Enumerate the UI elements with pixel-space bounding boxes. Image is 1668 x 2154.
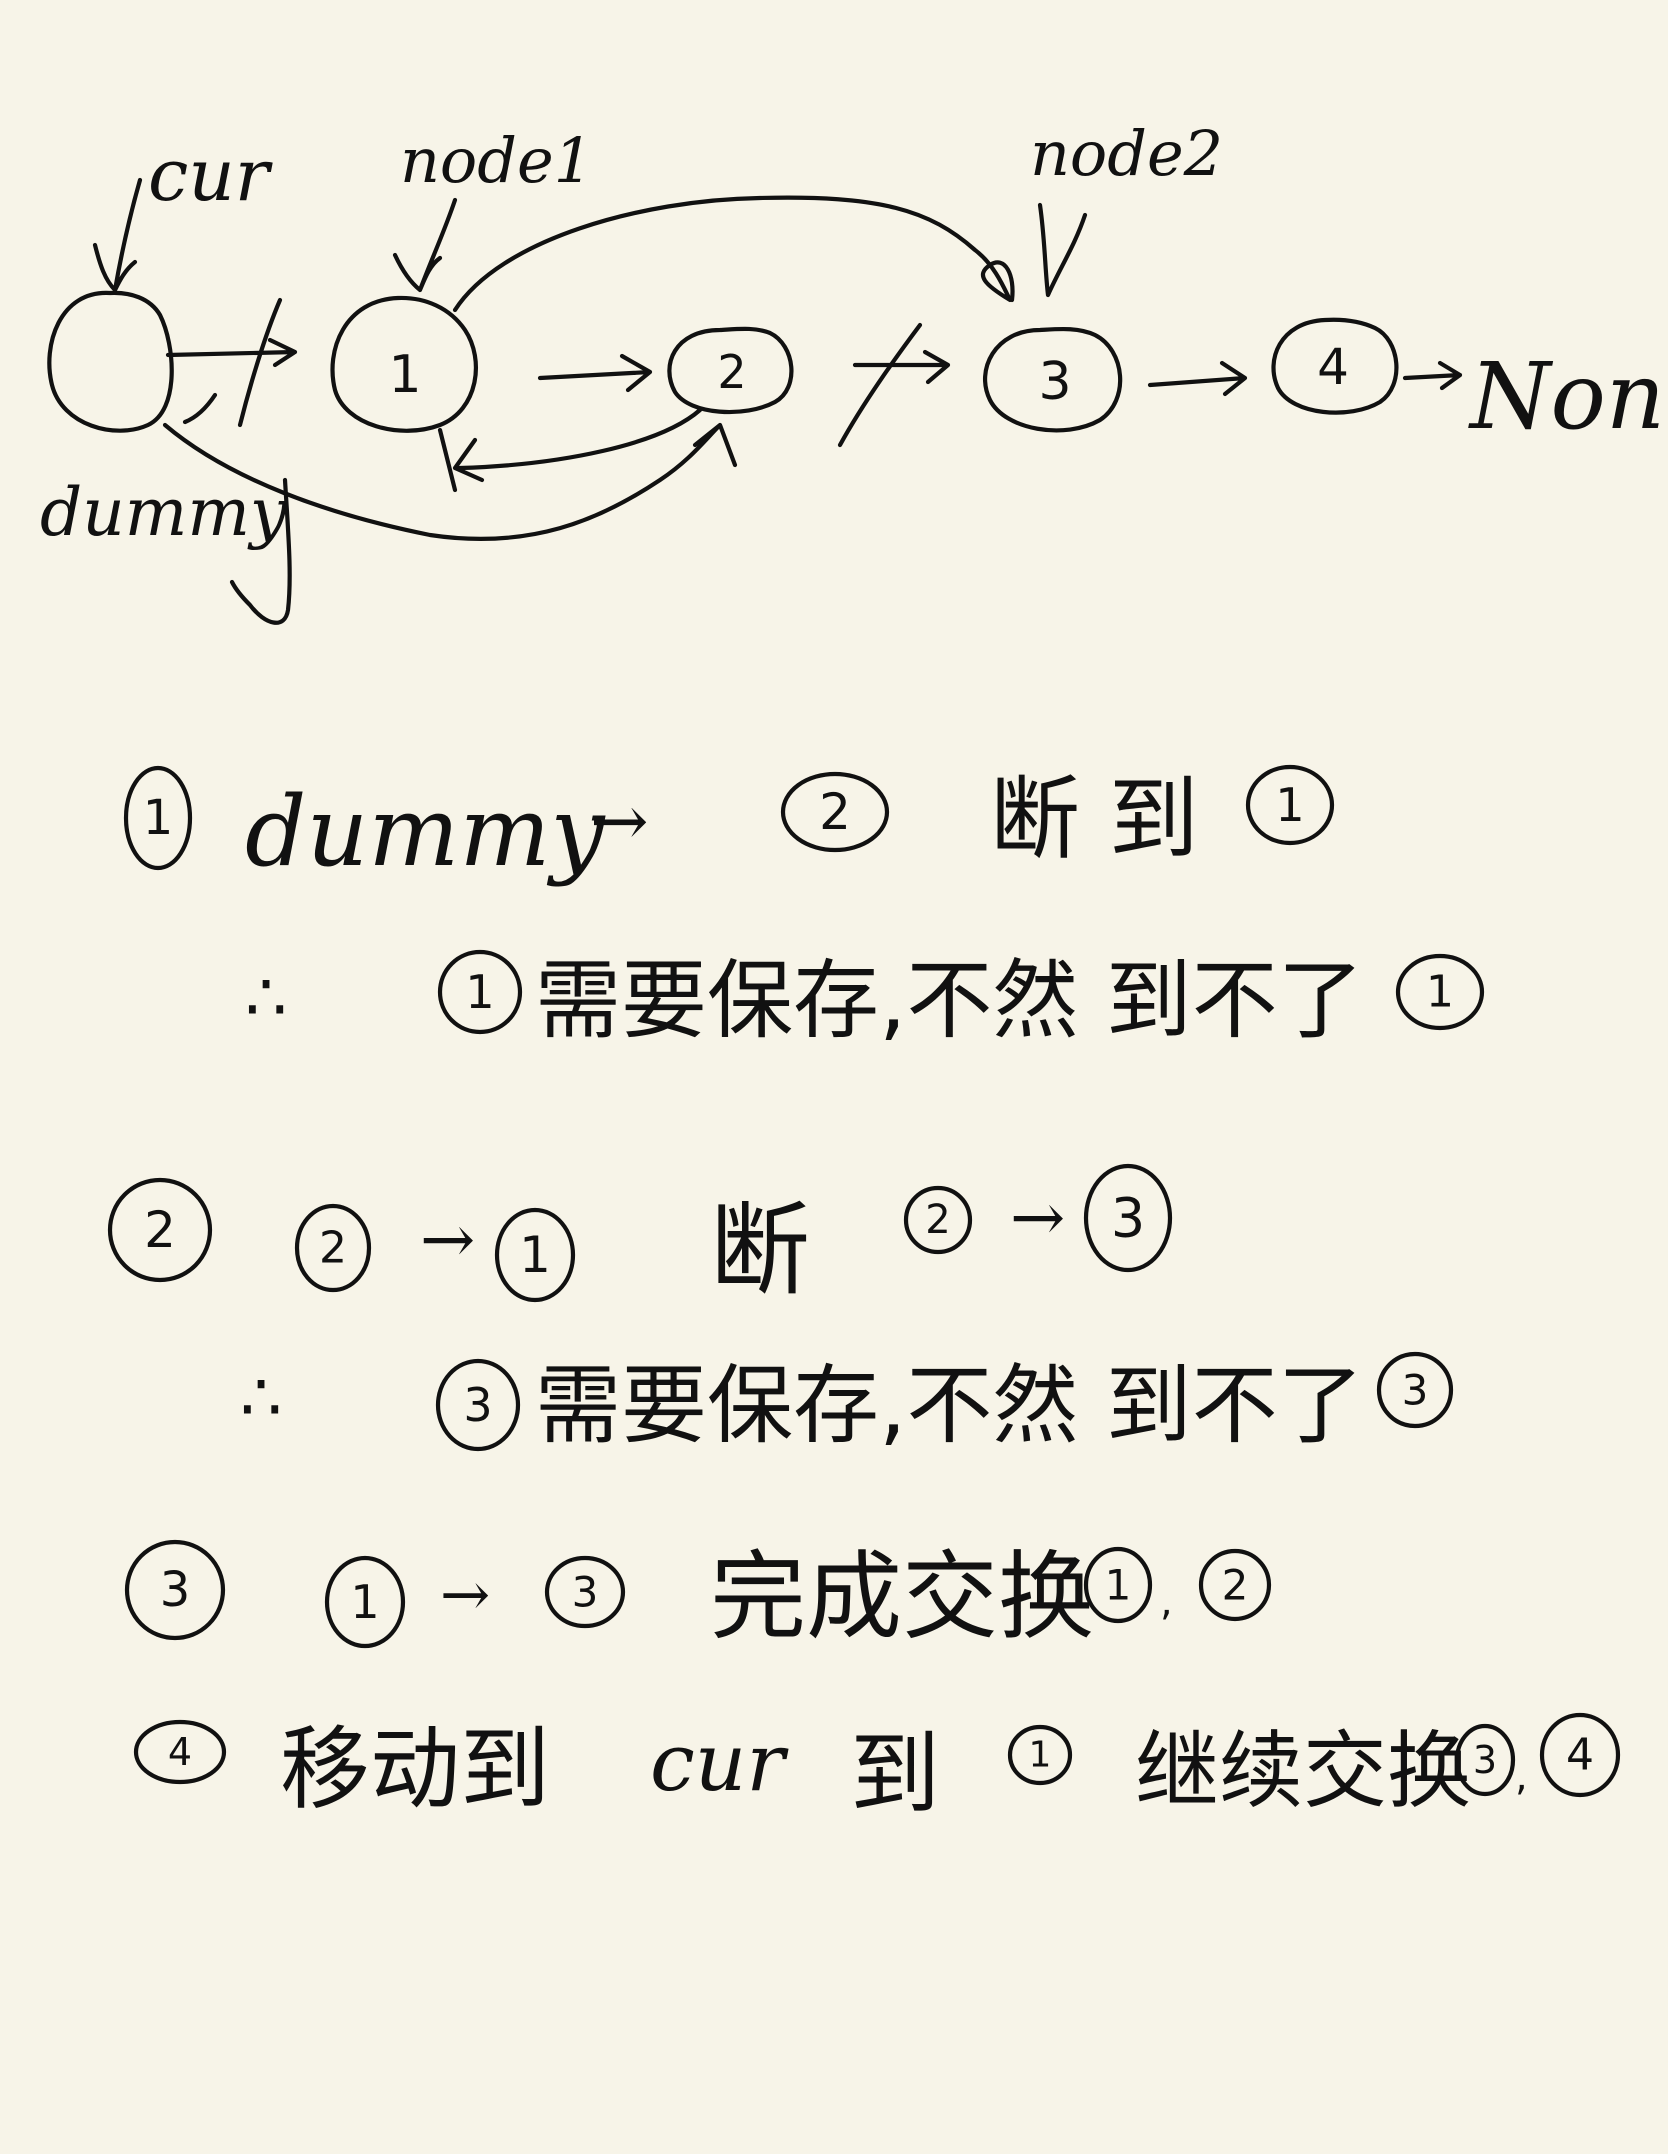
notes: 1 dummy → 2 断 到 1 ∴ 1 需要保存,不然 到不了 1 2 2 … bbox=[107, 764, 1621, 1827]
step-2-to2: 3 bbox=[1111, 1187, 1145, 1250]
step-1-marker: 1 bbox=[143, 790, 174, 846]
step-2-marker: 2 bbox=[144, 1201, 176, 1259]
step-3-b-circle bbox=[1198, 1548, 1272, 1622]
node1-label: node1 bbox=[400, 124, 593, 197]
step-4: 4 移动到 cur 到 1 继续交换 3 , 4 bbox=[133, 1712, 1621, 1827]
cur-label: cur bbox=[148, 133, 273, 217]
step-2-node-circle bbox=[435, 1358, 521, 1452]
step-1-to: 2 bbox=[819, 783, 851, 841]
step-4-text: 移动到 bbox=[280, 1717, 550, 1822]
node1-pointer-arrow bbox=[392, 197, 458, 293]
step-3-from-circle bbox=[324, 1555, 406, 1649]
node1-to-node3-curve bbox=[452, 195, 1015, 313]
dummy-pointer-arrow bbox=[229, 477, 292, 625]
step-3-marker-circle bbox=[124, 1539, 226, 1641]
step-2: 2 2 → 1 断 2 → 3 ∴ 3 需要保存,不然 到不了 3 bbox=[107, 1163, 1454, 1456]
step-1-node: 1 bbox=[465, 965, 494, 1019]
node-2-label: 2 bbox=[717, 345, 746, 399]
dummy-to-1-cross bbox=[182, 297, 283, 428]
step-1-from: dummy bbox=[245, 776, 606, 888]
step-2-arrow: → bbox=[420, 1201, 475, 1278]
step-1-target: 1 bbox=[1275, 778, 1304, 832]
step-1-marker-circle bbox=[123, 765, 193, 871]
step-4-a: 3 bbox=[1473, 1738, 1497, 1782]
step-2-save-text: 需要保存,不然 到不了 bbox=[535, 1356, 1364, 1456]
step-2-to2-circle bbox=[1083, 1163, 1173, 1273]
step-3: 3 1 → 3 完成交换 1 , 2 bbox=[124, 1539, 1272, 1653]
step-1-therefore: ∴ bbox=[245, 959, 287, 1036]
node-1-label: 1 bbox=[388, 345, 421, 405]
node2-to-node3-arrow bbox=[852, 349, 951, 385]
step-1-save-target-circle bbox=[1395, 953, 1485, 1031]
step-3-to-circle bbox=[544, 1555, 626, 1629]
step-1-text: 断 到 bbox=[990, 767, 1199, 872]
step-2-from2-circle bbox=[903, 1185, 973, 1255]
step-2-from: 2 bbox=[319, 1223, 347, 1274]
step-2-save-target: 3 bbox=[1402, 1366, 1429, 1415]
step-1-save-target: 1 bbox=[1426, 967, 1454, 1018]
step-4-marker: 4 bbox=[168, 1730, 192, 1774]
dummy-to-node2-curve bbox=[162, 422, 738, 542]
node2-pointer-arrow bbox=[1037, 202, 1088, 298]
step-2-text: 断 bbox=[710, 1192, 810, 1309]
step-2-arrow2: → bbox=[1010, 1179, 1065, 1256]
step-4-text2: 到 bbox=[850, 1722, 940, 1827]
node-3-label: 3 bbox=[1038, 352, 1071, 412]
step-4-marker-circle bbox=[133, 1719, 227, 1785]
step-4-node: 1 bbox=[1029, 1735, 1052, 1776]
node-3-circle bbox=[983, 326, 1123, 433]
step-1-target-circle bbox=[1245, 764, 1335, 846]
step-2-from-circle bbox=[294, 1203, 372, 1293]
step-3-b: 2 bbox=[1222, 1561, 1249, 1610]
step-1-save-text: 需要保存,不然 到不了 bbox=[535, 951, 1364, 1051]
node2-to-node3-cross bbox=[837, 322, 923, 448]
node1-to-node2-arrow bbox=[537, 353, 653, 393]
step-2-from2: 2 bbox=[925, 1197, 950, 1243]
step-1-to-circle bbox=[780, 771, 890, 853]
step-2-therefore: ∴ bbox=[240, 1359, 282, 1436]
step-3-text: 完成交换 bbox=[710, 1541, 1094, 1653]
step-2-node: 3 bbox=[463, 1378, 492, 1432]
node-1-circle bbox=[330, 295, 478, 433]
node-4-label: 4 bbox=[1317, 338, 1349, 396]
linked-list-diagram: 1 2 3 4 cur node1 node2 None bbox=[40, 117, 1668, 625]
node3-to-node4-arrow bbox=[1147, 360, 1248, 397]
step-2-save-target-circle bbox=[1376, 1351, 1454, 1429]
node2-label: node2 bbox=[1030, 117, 1223, 190]
node-2-circle bbox=[667, 326, 794, 415]
dummy-to-1-arrow bbox=[165, 337, 298, 368]
step-1: 1 dummy → 2 断 到 1 ∴ 1 需要保存,不然 到不了 1 bbox=[123, 764, 1485, 1051]
node4-to-none-arrow bbox=[1402, 360, 1463, 391]
cur-pointer-arrow bbox=[92, 177, 143, 293]
step-4-var: cur bbox=[650, 1716, 789, 1809]
dummy-label: dummy bbox=[40, 474, 288, 551]
step-3-from: 1 bbox=[350, 1575, 379, 1629]
step-3-comma: , bbox=[1160, 1579, 1173, 1625]
step-2-to: 1 bbox=[519, 1226, 551, 1284]
dummy-node bbox=[47, 290, 174, 433]
step-3-to: 3 bbox=[572, 1568, 599, 1617]
node-4-circle bbox=[1271, 317, 1399, 415]
step-4-comma: , bbox=[1515, 1754, 1528, 1800]
node2-to-node1-curve bbox=[437, 407, 703, 493]
step-1-arrow: → bbox=[590, 780, 649, 862]
step-3-a-circle bbox=[1083, 1546, 1153, 1624]
step-3-a: 1 bbox=[1105, 1561, 1132, 1610]
step-4-a-circle bbox=[1454, 1723, 1516, 1797]
none-label: None bbox=[1468, 343, 1668, 450]
step-2-to-circle bbox=[494, 1207, 576, 1303]
step-2-marker-circle bbox=[107, 1177, 213, 1283]
step-4-b-circle bbox=[1539, 1712, 1621, 1798]
step-3-arrow: → bbox=[440, 1560, 490, 1630]
step-4-node-circle bbox=[1007, 1724, 1073, 1786]
step-4-b: 4 bbox=[1566, 1730, 1594, 1781]
step-1-node-circle bbox=[437, 949, 523, 1035]
step-3-marker: 3 bbox=[160, 1562, 191, 1618]
step-4-text3: 继续交换 bbox=[1135, 1722, 1471, 1820]
